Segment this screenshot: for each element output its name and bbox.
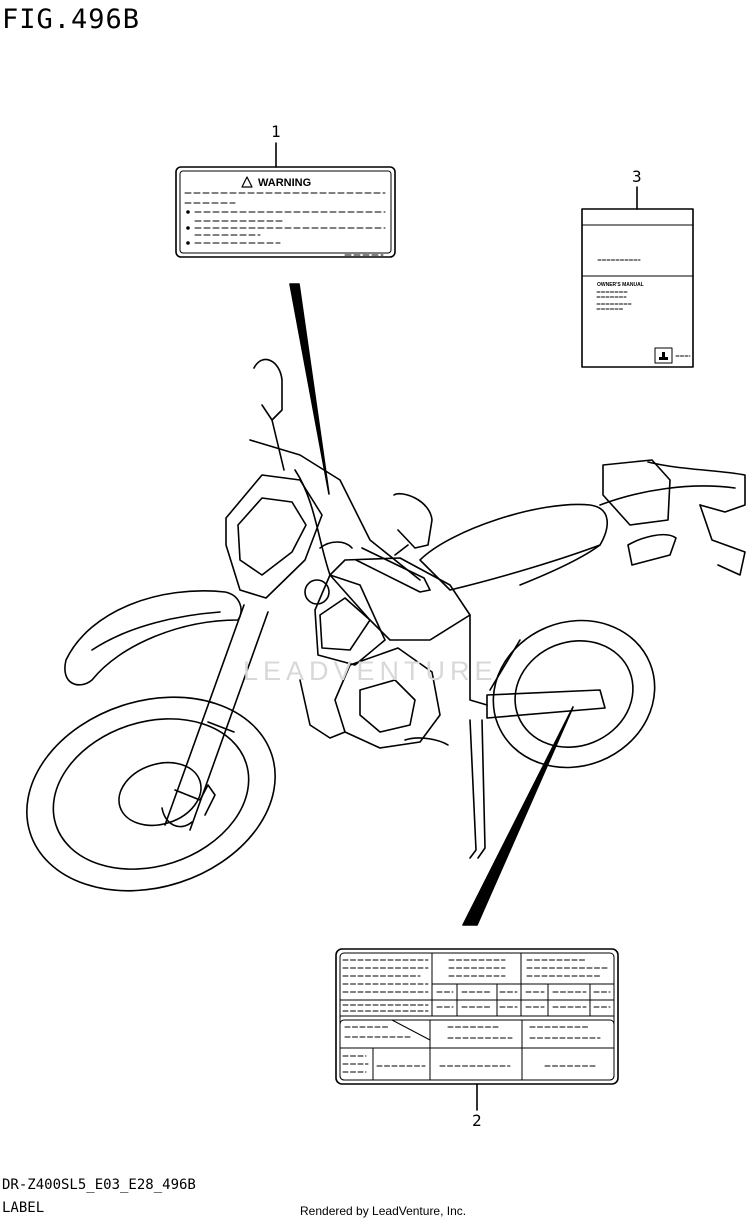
warning-label (175, 166, 396, 258)
pointer-1 (289, 283, 330, 495)
owners-manual-heading: OWNER'S MANUAL (597, 282, 644, 288)
pointer-2 (462, 706, 574, 926)
figure-title: FIG.496B (2, 4, 141, 35)
info-label (335, 948, 619, 1085)
warning-label-heading: WARNING (258, 177, 311, 189)
warning-label-bullets (186, 210, 190, 245)
callout-3: 3 (632, 167, 642, 186)
watermark: LEADVENTURE (243, 656, 498, 686)
manual-badge-icon (659, 352, 668, 360)
callout-2: 2 (472, 1111, 482, 1130)
render-credit: Rendered by LeadVenture, Inc. (300, 1204, 467, 1218)
owners-manual (581, 208, 694, 368)
callout-1: 1 (271, 122, 281, 141)
motorcycle-illustration (26, 358, 746, 892)
section-label: LABEL (2, 1200, 45, 1216)
model-code: DR-Z400SL5_E03_E28_496B (2, 1177, 196, 1193)
